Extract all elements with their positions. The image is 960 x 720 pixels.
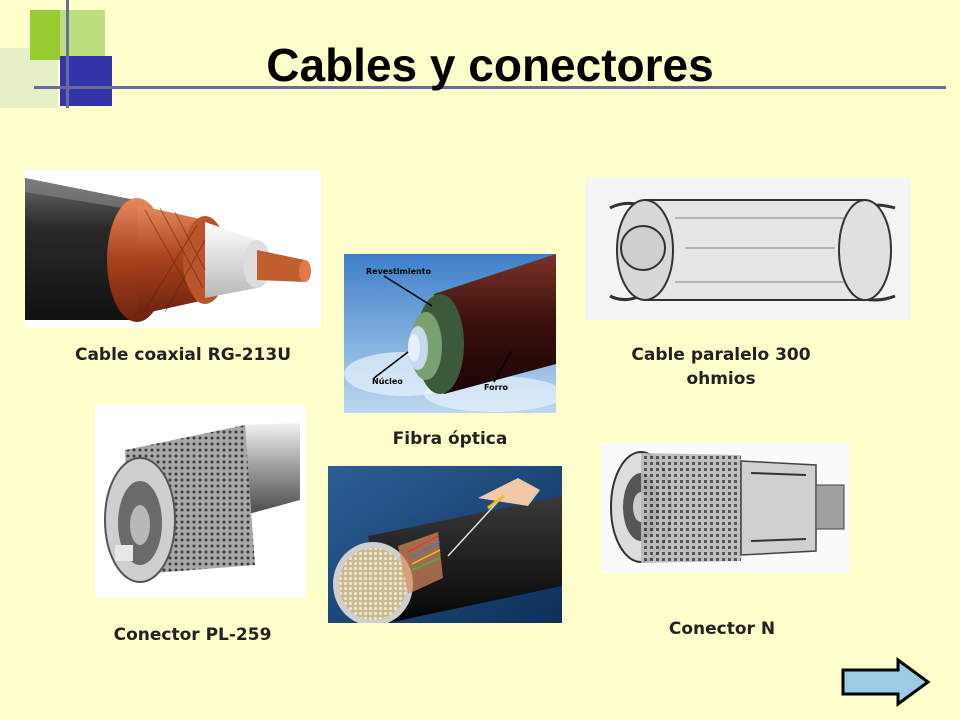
pl259-connector-image [95,405,306,598]
next-slide-button[interactable] [840,657,932,707]
fiber-optic-image: Revestimiento Núcleo Forro [344,254,556,413]
parallel-cable-caption-line1: Cable paralelo 300 [631,345,811,365]
parallel-cable-caption: Cable paralelo 300 ohmios [585,343,857,391]
title-underline [34,86,946,89]
parallel-cable-caption-line2: ohmios [686,369,756,389]
n-connector-image [601,443,850,573]
coax-cable-caption: Cable coaxial RG-213U [74,345,292,365]
right-arrow-icon [841,657,931,707]
multifiber-cable-image [328,466,562,623]
slide-title: Cables y conectores [266,39,714,91]
fiber-optic-caption: Fibra óptica [392,429,508,449]
decor-vertical-line [66,0,69,108]
n-connector-caption: Conector N [668,619,776,639]
coax-cable-image [25,170,321,328]
fiber-label-core: Núcleo [372,377,403,386]
fiber-label-jacket: Forro [484,383,509,392]
pl259-connector-caption: Conector PL-259 [113,625,272,645]
parallel-cable-image [585,178,911,320]
fiber-label-cladding: Revestimiento [366,267,432,276]
